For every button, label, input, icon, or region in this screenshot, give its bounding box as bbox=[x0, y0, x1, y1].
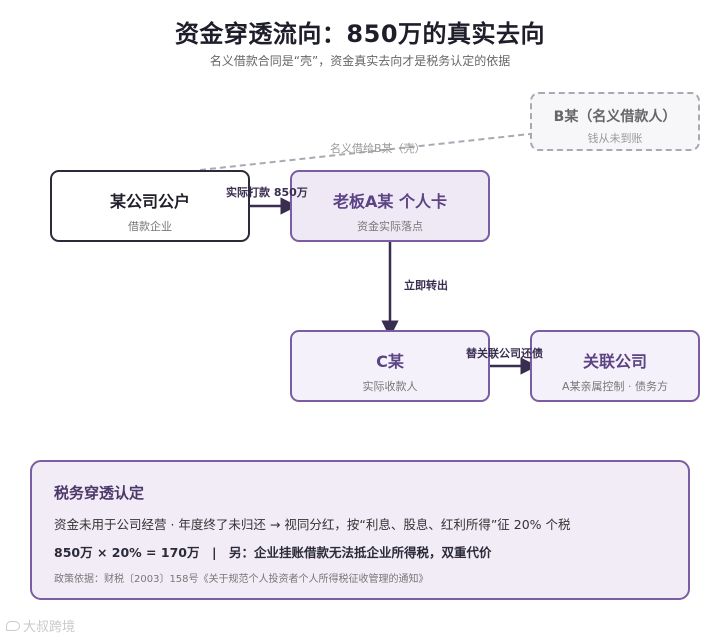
edge-nominal-borrow-label: 名义借给B某（壳） bbox=[330, 142, 426, 155]
edge-nominal-borrow-line bbox=[199, 133, 531, 171]
node-company-title: 某公司公户 bbox=[109, 192, 190, 211]
node-c-recipient: C某 实际收款人 bbox=[290, 330, 490, 402]
node-company-account: 某公司公户 借款企业 bbox=[50, 170, 250, 242]
tax-panel-title: 税务穿透认定 bbox=[54, 484, 145, 502]
chat-bubble-icon bbox=[6, 620, 20, 631]
node-related-company-subtitle: A某亲属控制 · 债务方 bbox=[561, 380, 668, 393]
node-c-title: C某 bbox=[376, 352, 404, 371]
tax-panel-policy-note: 政策依据：财税〔2003〕158号《关于规范个人投资者个人所得税征收管理的通知》 bbox=[54, 574, 429, 585]
node-boss-subtitle: 资金实际落点 bbox=[357, 220, 423, 233]
node-boss-personal-card: 老板A某 个人卡 资金实际落点 bbox=[290, 170, 490, 242]
tax-panel-rule: 资金未用于公司经营 · 年度终了未归还 → 视同分红，按“利息、股息、红利所得”… bbox=[54, 517, 571, 532]
node-nominal-borrower: B某（名义借款人） 钱从未到账 bbox=[530, 92, 700, 151]
edge-immediate-transfer-label: 立即转出 bbox=[404, 279, 448, 292]
tax-penetration-panel: 税务穿透认定 资金未用于公司经营 · 年度终了未归还 → 视同分红，按“利息、股… bbox=[30, 460, 690, 600]
edge-actual-transfer-label: 实际打款 850万 bbox=[226, 186, 308, 199]
node-related-company: 关联公司 A某亲属控制 · 债务方 bbox=[530, 330, 700, 402]
node-nominal-borrower-subtitle: 钱从未到账 bbox=[587, 132, 643, 145]
node-boss-title: 老板A某 个人卡 bbox=[333, 192, 447, 211]
node-c-subtitle: 实际收款人 bbox=[362, 380, 418, 393]
tax-panel-calculation: 850万 × 20% = 170万 | 另：企业挂账借款无法抵企业所得税，双重代… bbox=[54, 545, 492, 560]
page-subtitle: 名义借款合同是“壳”，资金真实去向才是税务认定的依据 bbox=[209, 54, 511, 68]
node-company-subtitle: 借款企业 bbox=[128, 220, 172, 233]
page-title: 资金穿透流向：850万的真实去向 bbox=[174, 20, 546, 48]
watermark-text: 大叔跨境 bbox=[23, 620, 76, 635]
node-related-company-title: 关联公司 bbox=[582, 352, 647, 371]
watermark: 大叔跨境 bbox=[6, 616, 75, 635]
edge-repay-debt-label: 替关联公司还债 bbox=[466, 347, 543, 360]
node-nominal-borrower-title: B某（名义借款人） bbox=[553, 109, 677, 125]
